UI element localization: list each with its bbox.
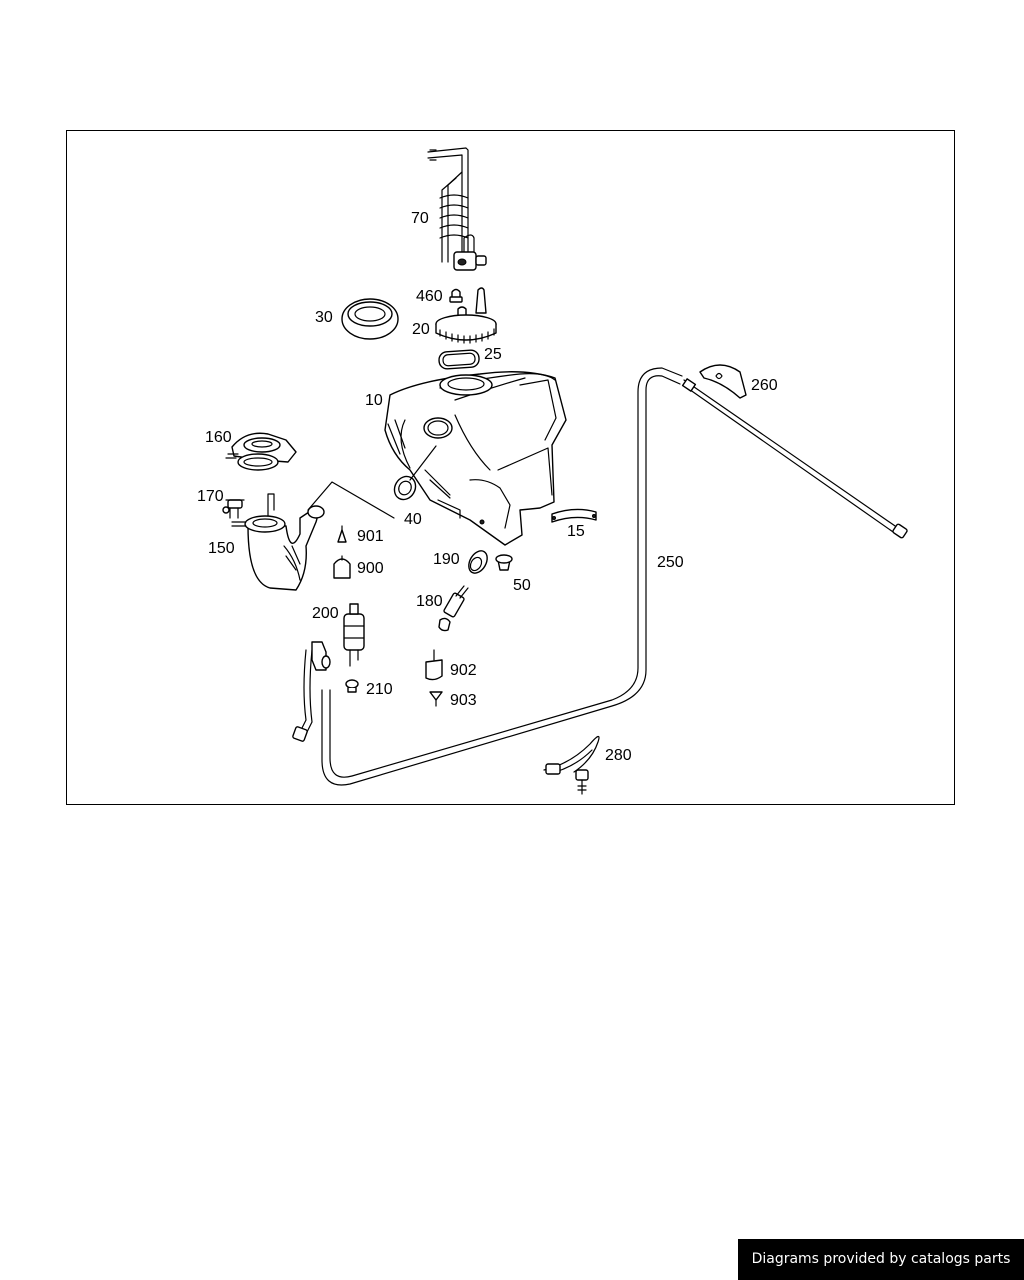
label-30: 30	[315, 309, 333, 326]
part-70-sensor-pipe[interactable]	[427, 147, 487, 271]
label-900: 900	[357, 560, 384, 577]
label-902: 902	[450, 662, 477, 679]
part-10-reservoir[interactable]	[384, 371, 567, 546]
part-250-hose[interactable]	[321, 367, 908, 786]
part-210-grommet[interactable]	[345, 679, 359, 693]
part-180-sensor[interactable]	[438, 585, 469, 632]
part-260-bracket[interactable]	[699, 364, 747, 399]
label-260: 260	[751, 377, 778, 394]
part-wiring-harness[interactable]	[292, 641, 331, 742]
part-50-cap[interactable]	[495, 554, 513, 571]
label-250: 250	[657, 554, 684, 571]
part-902[interactable]	[425, 649, 443, 681]
label-25: 25	[484, 346, 502, 363]
label-150: 150	[208, 540, 235, 557]
part-160-cap[interactable]	[225, 432, 297, 471]
label-15: 15	[567, 523, 585, 540]
part-15-strip[interactable]	[551, 508, 597, 523]
part-190-seal[interactable]	[465, 548, 491, 577]
leader-lines	[307, 481, 395, 519]
part-460-cap[interactable]	[449, 288, 463, 303]
label-10: 10	[365, 392, 383, 409]
label-40: 40	[404, 511, 422, 528]
label-280: 280	[605, 747, 632, 764]
label-20: 20	[412, 321, 430, 338]
label-160: 160	[205, 429, 232, 446]
part-25-o-ring[interactable]	[438, 349, 480, 370]
label-200: 200	[312, 605, 339, 622]
part-200-pump[interactable]	[343, 603, 365, 667]
footer-credit-badge: Diagrams provided by catalogs parts	[738, 1239, 1024, 1280]
part-150-filler-neck[interactable]	[231, 493, 325, 591]
part-903[interactable]	[429, 691, 443, 707]
label-170: 170	[197, 488, 224, 505]
label-50: 50	[513, 577, 531, 594]
part-20-flange[interactable]	[435, 287, 497, 344]
label-210: 210	[366, 681, 393, 698]
label-70: 70	[411, 210, 429, 227]
part-900[interactable]	[333, 555, 351, 579]
part-170-clip[interactable]	[222, 499, 245, 519]
part-30-grommet[interactable]	[341, 298, 399, 340]
label-903: 903	[450, 692, 477, 709]
part-901[interactable]	[337, 525, 347, 543]
label-180: 180	[416, 593, 443, 610]
part-40-grommet[interactable]	[390, 445, 437, 503]
diagram-frame	[66, 130, 955, 805]
label-901: 901	[357, 528, 384, 545]
label-190: 190	[433, 551, 460, 568]
label-460: 460	[416, 288, 443, 305]
part-280-strap[interactable]	[543, 735, 600, 795]
